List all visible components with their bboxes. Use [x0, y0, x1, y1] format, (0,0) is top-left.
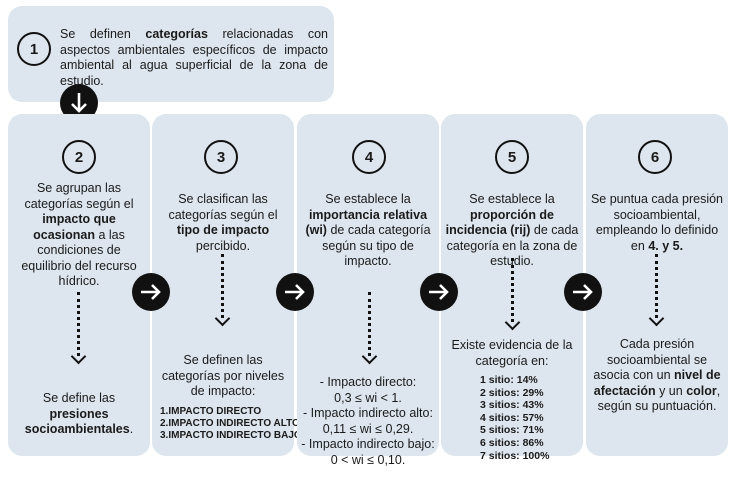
range-line: - Impacto indirecto alto: [303, 406, 433, 420]
right-arrow-icon [420, 273, 458, 311]
step-6-number: 6 [638, 140, 672, 174]
site-item: 5 sitios: 71% [480, 424, 544, 437]
site-item: 2 sitios: 29% [480, 386, 544, 399]
step-6-dotted-connector [655, 254, 658, 318]
step-1-text: Se definen categorías relacionadas con a… [60, 27, 329, 88]
step-4-ranges: - Impacto directo: 0,3 ≤ wi < 1. - Impac… [301, 375, 435, 468]
site-item: 4 sitios: 57% [480, 411, 544, 424]
impact-level-item: 1.IMPACTO DIRECTO [160, 406, 262, 417]
step-2-number: 2 [62, 140, 96, 174]
impact-level-item: 2.IMPACTO INDIRECTO ALTO [160, 418, 300, 429]
impact-level-item: 3.IMPACTO INDIRECTO BAJO [160, 430, 302, 441]
step-6-bottom-text: Cada presión socioambiental se asocia co… [593, 337, 721, 413]
right-arrow-icon [132, 273, 170, 311]
site-item: 6 sitios: 86% [480, 436, 544, 449]
step-4-number: 4 [352, 140, 386, 174]
step-5-top-text: Se establece la proporción de incidencia… [445, 192, 579, 268]
range-line: 0 < wi ≤ 0,10. [330, 452, 406, 467]
step-5-bottom-text: Existe evidencia de la categoría en: [451, 338, 573, 368]
step-5-dotted-connector [511, 258, 514, 322]
step-3-top-text: Se clasifican las categorías según el ti… [168, 192, 278, 253]
step-3-dotted-connector [221, 254, 224, 318]
step-2-bottom-text: Se define las presiones socioambientales… [24, 391, 134, 436]
step-3-number: 3 [204, 140, 238, 174]
step-1-number: 1 [17, 32, 51, 66]
step-5-site-list: 1 sitio: 14% 2 sitios: 29% 3 sitios: 43%… [480, 374, 549, 462]
step-4-top-text: Se establece la importancia relativa (wi… [305, 192, 431, 268]
site-item: 3 sitios: 43% [480, 399, 544, 412]
site-item: 1 sitio: 14% [480, 374, 538, 386]
step-3-bottom-text: Se definen las categorías por niveles de… [161, 353, 285, 398]
range-line: - Impacto directo: [319, 375, 417, 389]
step-5-number: 5 [495, 140, 529, 174]
step-4-dotted-connector [368, 292, 371, 356]
step-1-box [8, 6, 334, 102]
site-item: 7 sitios: 100% [480, 449, 550, 462]
step-3-impact-levels: 1.IMPACTO DIRECTO 2.IMPACTO INDIRECTO AL… [160, 406, 302, 442]
step-6-top-text: Se puntua cada presión socioambiental, e… [590, 192, 724, 253]
range-line: 0,11 ≤ wi ≤ 0,29. [322, 421, 414, 436]
step-2-top-text: Se agrupan las categorías según el impac… [21, 181, 137, 288]
right-arrow-icon [564, 273, 602, 311]
step-2-dotted-connector [77, 292, 80, 356]
range-line: - Impacto indirecto bajo: [301, 437, 435, 451]
range-line: 0,3 ≤ wi < 1. [334, 390, 402, 405]
right-arrow-icon [276, 273, 314, 311]
